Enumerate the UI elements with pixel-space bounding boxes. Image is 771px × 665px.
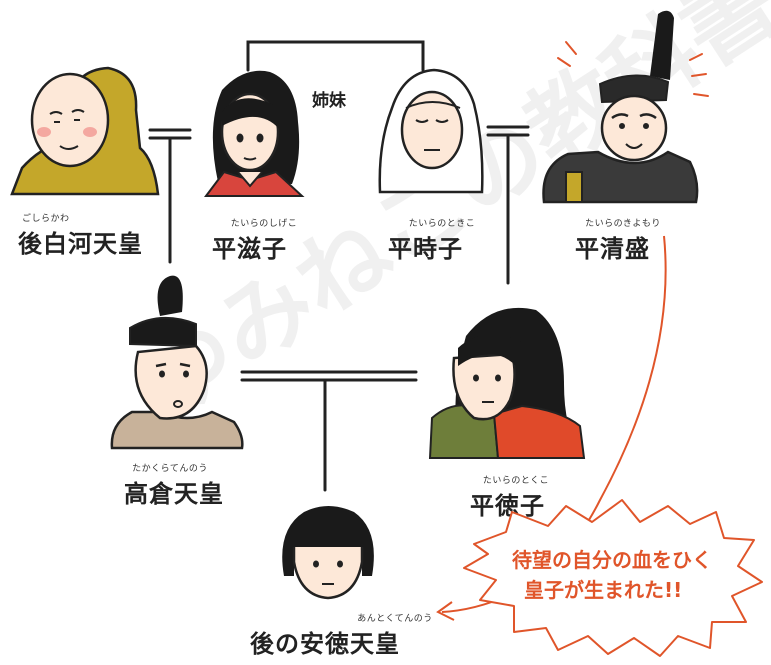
tokiko-portrait (378, 68, 484, 194)
go-shirakawa-ruby: ごしらかわ (22, 214, 70, 224)
kiyomori-portrait (542, 10, 709, 204)
tokuko-ruby: たいらのとくこ (482, 476, 550, 486)
shigeko-name: 平滋子 (212, 235, 287, 263)
shigeko-portrait (204, 70, 305, 197)
takakura-ruby: たかくらてんのう (132, 464, 208, 474)
arrow-head (436, 601, 455, 621)
takakura-name: 高倉天皇 (124, 480, 224, 508)
kiyomori-ruby: たいらのきよもり (585, 219, 661, 229)
tokuko-portrait (428, 307, 586, 459)
go-shirakawa-portrait (10, 66, 160, 196)
antoku-portrait (282, 506, 374, 600)
go-shirakawa-name: 後白河天皇 (18, 230, 143, 258)
shigeko-ruby: たいらのしげこ (230, 219, 298, 229)
takakura-portrait (110, 275, 244, 450)
speech-bubble-line-2: 皇子が生まれた!! (524, 578, 683, 602)
kiyomori-name: 平清盛 (575, 235, 650, 263)
antoku-name: 後の安徳天皇 (250, 630, 400, 658)
tokiko-ruby: たいらのときこ (408, 219, 476, 229)
speech-bubble-outline (463, 499, 763, 657)
sisters-label: 姉妹 (312, 91, 346, 111)
antoku-ruby: あんとくてんのう (357, 614, 433, 624)
tokiko-name: 平時子 (388, 235, 463, 263)
tokuko-name: 平徳子 (470, 492, 545, 520)
sisters-bracket (246, 40, 425, 72)
speech-bubble-line-1: 待望の自分の血をひく (512, 548, 712, 572)
